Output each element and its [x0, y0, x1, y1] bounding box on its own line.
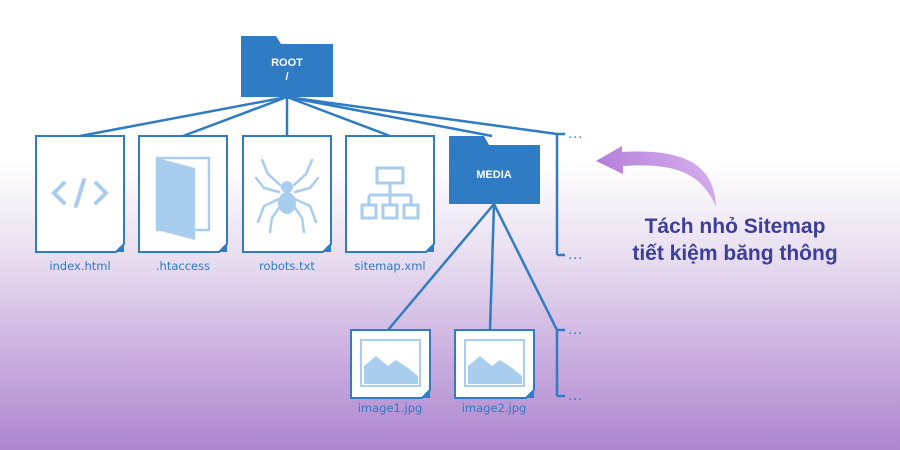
spider-icon: [254, 158, 320, 234]
file-label: sitemap.xml: [354, 259, 425, 273]
ellipsis-marker: ...: [568, 389, 583, 404]
root-folder: ROOT /: [241, 36, 333, 97]
code-icon: [51, 178, 109, 208]
door-icon: [155, 156, 211, 240]
curved-arrow-icon: [596, 146, 716, 206]
root-folder-sublabel: /: [285, 71, 288, 83]
file-sitemap-xml: sitemap.xml: [345, 135, 435, 273]
file-label: robots.txt: [259, 259, 315, 273]
image-icon: [360, 339, 421, 387]
file-image1-jpg: image1.jpg: [350, 329, 431, 415]
file-htaccess: .htaccess: [138, 135, 228, 273]
file-robots-txt: robots.txt: [242, 135, 332, 273]
file-label: image2.jpg: [462, 401, 527, 415]
media-folder: MEDIA: [449, 136, 540, 204]
file-label: .htaccess: [156, 259, 210, 273]
folder-icon: [449, 136, 540, 204]
ellipsis-marker: ...: [568, 248, 583, 263]
caption-line-1: Tách nhỏ Sitemap: [644, 215, 826, 238]
ellipsis-marker: ...: [568, 323, 583, 338]
caption-line-2: tiết kiệm băng thông: [632, 242, 838, 265]
media-connectors: [387, 203, 565, 398]
file-label: image1.jpg: [358, 401, 423, 415]
image-icon: [464, 339, 525, 387]
file-label: index.html: [49, 259, 110, 273]
file-index-html: index.html: [35, 135, 125, 273]
media-folder-label: MEDIA: [476, 169, 512, 181]
caption: Tách nhỏ Sitemap tiết kiệm băng thông: [600, 213, 870, 267]
folder-icon: [241, 36, 333, 97]
root-connectors: [79, 95, 565, 257]
file-image2-jpg: image2.jpg: [454, 329, 535, 415]
ellipsis-marker: ...: [568, 127, 583, 142]
sitemap-icon: [360, 166, 420, 220]
root-folder-label: ROOT: [271, 57, 303, 69]
